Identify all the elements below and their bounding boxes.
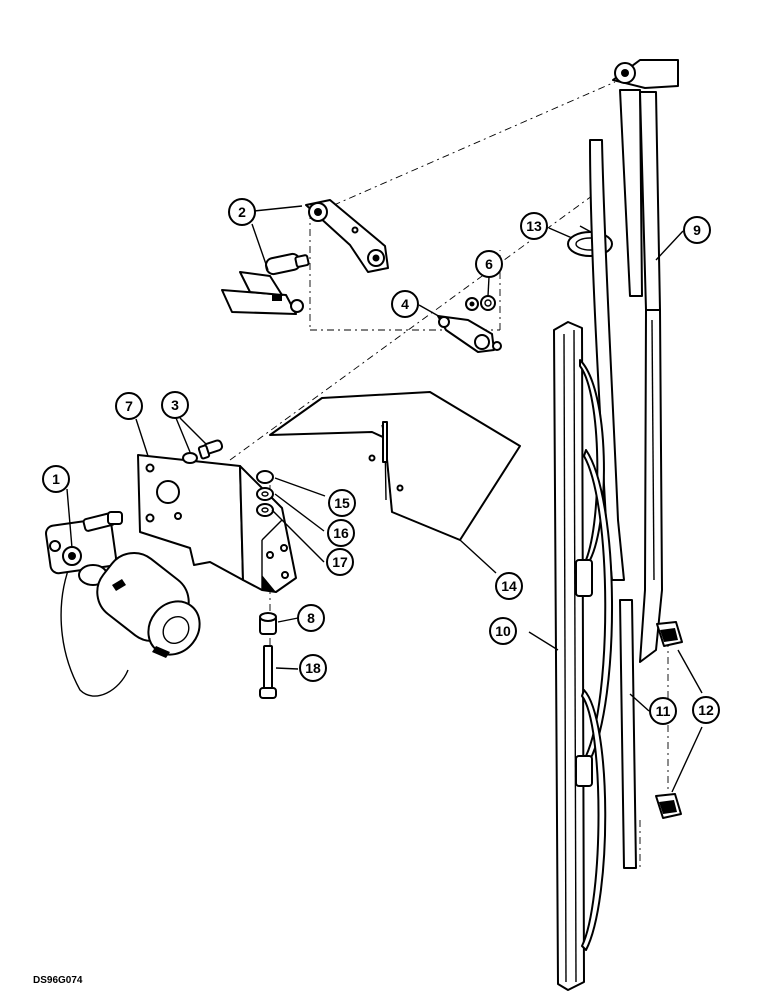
callout-2: 2 (228, 198, 256, 226)
spacer (259, 612, 277, 635)
bolt (259, 645, 277, 699)
svg-text:14: 14 (501, 578, 517, 594)
svg-text:12: 12 (698, 702, 714, 718)
callout-15: 15 (328, 489, 356, 517)
leader-lines (66, 205, 703, 793)
callout-3: 3 (161, 391, 189, 419)
callout-8: 8 (297, 604, 325, 632)
svg-text:10: 10 (495, 623, 511, 639)
callout-6: 6 (475, 250, 503, 278)
wiper-arm (612, 59, 679, 663)
svg-text:13: 13 (526, 218, 542, 234)
end-caps (655, 621, 683, 819)
drawing-code: DS96G074 (33, 975, 83, 986)
svg-text:6: 6 (485, 256, 493, 272)
svg-text:18: 18 (305, 660, 321, 676)
callout-16: 16 (327, 519, 355, 547)
crank-link (437, 295, 502, 353)
callout-9: 9 (683, 216, 711, 244)
callout-12: 12 (692, 696, 720, 724)
svg-text:17: 17 (332, 554, 348, 570)
svg-text:4: 4 (401, 296, 409, 312)
nut-and-washers (256, 470, 274, 517)
svg-text:15: 15 (334, 495, 350, 511)
callout-14: 14 (495, 572, 523, 600)
svg-text:16: 16 (333, 525, 349, 541)
svg-text:7: 7 (125, 398, 133, 414)
callout-4: 4 (391, 290, 419, 318)
callout-10: 10 (489, 617, 517, 645)
svg-text:1: 1 (52, 471, 60, 487)
svg-text:8: 8 (307, 610, 315, 626)
motor-bracket (137, 454, 297, 593)
svg-text:2: 2 (238, 204, 246, 220)
screw-and-washer (182, 439, 224, 464)
svg-text:9: 9 (693, 222, 701, 238)
callout-13: 13 (520, 212, 548, 240)
callout-1: 1 (42, 465, 70, 493)
wiper-motor (45, 511, 201, 697)
svg-text:11: 11 (656, 703, 671, 719)
pivot-shaft (221, 252, 310, 315)
wiper-blade (553, 321, 614, 991)
washer-hose (589, 139, 637, 869)
pivot-link (305, 199, 389, 273)
callout-18: 18 (299, 654, 327, 682)
svg-text:3: 3 (171, 397, 179, 413)
callout-balloons: 1 2 3 4 6 7 8 9 10 11 12 13 14 15 16 (42, 198, 720, 725)
callout-17: 17 (326, 548, 354, 576)
callout-7: 7 (115, 392, 143, 420)
callout-11: 11 (649, 697, 677, 725)
